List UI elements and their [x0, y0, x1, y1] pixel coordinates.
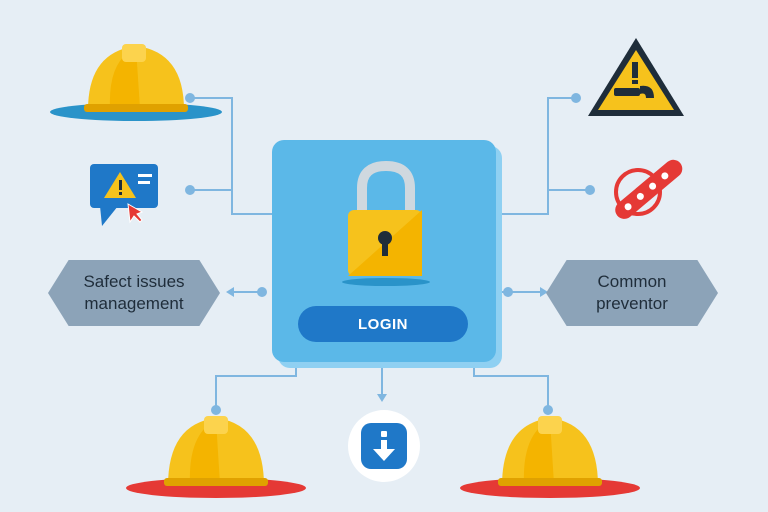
info-download-icon: [361, 423, 407, 469]
login-button[interactable]: LOGIN: [298, 306, 468, 342]
node-label-line1: Safect issues: [83, 272, 185, 291]
node-label-line1: Common: [597, 272, 667, 291]
node-label-line2: preventor: [596, 294, 668, 313]
info-download-button[interactable]: [348, 410, 420, 482]
common-preventor-node[interactable]: Common preventor: [546, 260, 718, 326]
node-label-line2: management: [84, 294, 184, 313]
safety-issues-management-node[interactable]: Safect issues management: [48, 260, 220, 326]
